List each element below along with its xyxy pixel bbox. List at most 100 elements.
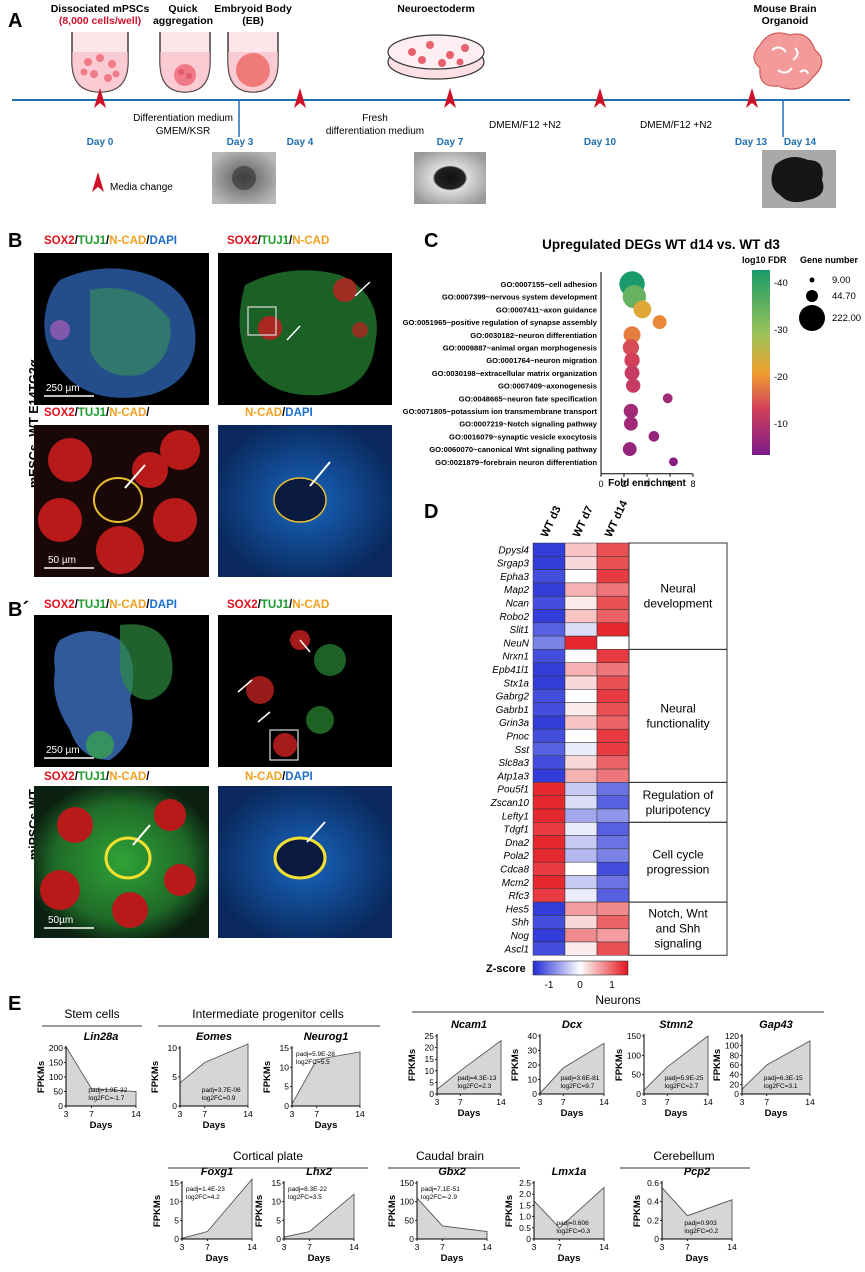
y-tick-label: 15 <box>170 1178 180 1188</box>
arrow-icon <box>257 711 271 723</box>
heatmap-gene-label: Epb41l1 <box>492 665 529 676</box>
group-title-cortical: Cortical plate <box>233 1149 303 1163</box>
x-tick-label: 2 <box>621 479 626 489</box>
plot-gene-title: Lhx2 <box>306 1166 332 1178</box>
log2fc-annotation: log2FC=0.2 <box>684 1228 718 1235</box>
y-tick-label: 100 <box>725 1041 739 1051</box>
panel-a: A Dissociated mPSCs (8,000 cells/well) Q… <box>8 3 850 208</box>
go-term-label: GO:0001764~neuron migration <box>486 356 597 365</box>
stain-title-b4: N-CAD/DAPI <box>245 407 313 419</box>
medium-label: Differentiation medium <box>133 113 233 124</box>
heatmap-cell <box>532 728 566 743</box>
y-axis-label: FPKMs <box>150 1061 161 1093</box>
dish-neuroectoderm-icon <box>387 34 485 80</box>
bubble-point <box>624 352 640 368</box>
stage-eb-label-2: (EB) <box>242 15 264 27</box>
heatmap-cell <box>532 702 566 717</box>
heatmap-column-label: WT d7 <box>571 504 596 539</box>
y-tick-label: 15 <box>425 1054 435 1064</box>
heatmap-cell <box>596 915 630 929</box>
log2fc-annotation: log2FC=-2.9 <box>421 1194 457 1201</box>
day-label: Day 4 <box>287 137 314 148</box>
heatmap-cell <box>532 901 566 916</box>
heatmap-cell <box>564 915 598 929</box>
heatmap-gene-label: Nog <box>511 931 530 942</box>
legend-arrow-icon <box>92 172 104 192</box>
y-tick-label: 50 <box>632 1070 642 1080</box>
heatmap-cell <box>564 861 598 876</box>
heatmap-gene-label: Srgap3 <box>497 559 530 570</box>
panel-letter-e: E <box>8 993 21 1015</box>
heatmap-cell <box>564 795 598 810</box>
y-tick-label: 0 <box>636 1089 641 1099</box>
x-tick-label: 3 <box>282 1242 287 1252</box>
size-legend-title: Gene number <box>800 255 859 265</box>
go-term-label: GO:0007409~axonogenesis <box>498 382 597 391</box>
stage-dissociated-label: Dissociated mPSCs <box>51 3 150 15</box>
y-axis-label: FPKMs <box>152 1195 163 1227</box>
x-tick-label: 14 <box>599 1097 609 1107</box>
heatmap-cell <box>532 875 566 890</box>
y-tick-label: 150 <box>627 1031 641 1041</box>
heatmap-cell <box>564 835 598 850</box>
x-tick-label: 14 <box>247 1242 257 1252</box>
x-tick-label: 14 <box>482 1242 492 1252</box>
heatmap-cell <box>596 649 630 663</box>
x-tick-label: 7 <box>685 1242 690 1252</box>
y-axis-label: FPKMs <box>510 1049 521 1081</box>
go-term-label: GO:0048665~neuron fate specification <box>459 394 598 403</box>
heatmap-gene-label: Dpysl4 <box>498 545 529 556</box>
y-tick-label: 0 <box>174 1234 179 1244</box>
y-axis-label: FPKMs <box>632 1195 643 1227</box>
x-tick-label: 8 <box>690 479 695 489</box>
x-tick-label: 0 <box>598 479 603 489</box>
media-change-arrow-day10 <box>594 88 606 108</box>
heatmap-cell <box>564 675 598 690</box>
y-tick-label: 2.0 <box>519 1189 531 1199</box>
heatmap-group-label: functionality <box>646 716 709 730</box>
x-axis-label: Days <box>686 1253 709 1264</box>
heatmap-cell <box>564 689 598 703</box>
x-tick-label: 7 <box>307 1242 312 1252</box>
bubble-point <box>622 339 639 356</box>
heatmap-cell <box>564 609 598 624</box>
x-axis-label: Fold enrichment <box>608 478 686 489</box>
size-legend-dot <box>809 277 815 283</box>
organoid-icon <box>753 32 823 90</box>
y-tick-label: 10 <box>272 1197 282 1207</box>
scale-bar-label: 50µm <box>48 915 73 926</box>
group-title-neurons: Neurons <box>595 993 640 1007</box>
log2fc-annotation: log2FC=-1.7 <box>88 1095 124 1102</box>
x-tick-label: 7 <box>561 1097 566 1107</box>
stage-cells-label: (8,000 cells/well) <box>59 15 141 27</box>
heatmap-cell <box>596 861 630 876</box>
heatmap-cell <box>532 675 566 690</box>
x-tick-label: 14 <box>805 1097 815 1107</box>
arrow-icon <box>309 461 331 487</box>
log2fc-annotation: log2FC=0.3 <box>556 1228 590 1235</box>
go-term-label: GO:0007399~nervous system development <box>442 293 598 302</box>
x-axis-label: Days <box>315 1120 338 1131</box>
log2fc-annotation: log2FC=2.3 <box>457 1083 491 1090</box>
y-tick-label: 0 <box>284 1101 289 1111</box>
heatmap-group-label: Neural <box>660 701 695 715</box>
y-tick-label: 0 <box>172 1101 177 1111</box>
colorbar-tick: -20 <box>774 372 788 383</box>
heatmap-cell <box>596 689 630 703</box>
y-tick-label: 0 <box>276 1234 281 1244</box>
plot-gene-title: Dcx <box>562 1019 583 1031</box>
plot-gene-title: Stmn2 <box>659 1019 693 1031</box>
x-tick-label: 7 <box>205 1242 210 1252</box>
x-axis-label: Days <box>558 1253 581 1264</box>
heatmap-cell <box>532 928 566 943</box>
heatmap-cell <box>596 582 630 597</box>
y-tick-label: 100 <box>49 1072 63 1082</box>
x-tick-label: 7 <box>89 1109 94 1119</box>
go-term-label: GO:0009887~animal organ morphogenesis <box>443 344 597 353</box>
padj-annotation: padj=3.7E-06 <box>202 1087 241 1094</box>
heatmap-cell <box>532 848 566 863</box>
scale-bar-label: 50 µm <box>48 555 76 566</box>
padj-annotation: padj=0.606 <box>556 1220 589 1227</box>
